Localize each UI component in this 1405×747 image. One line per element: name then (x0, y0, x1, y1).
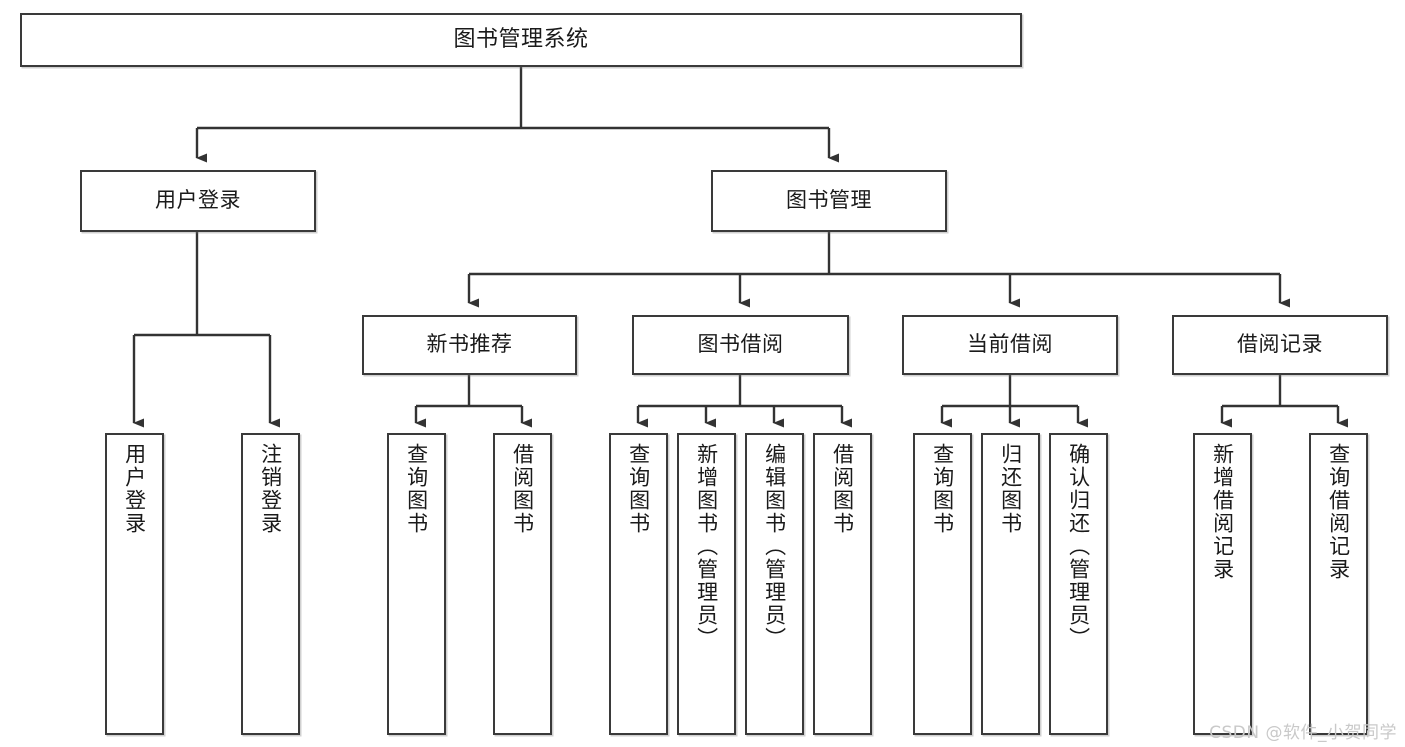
node-label: 归还图书 (998, 443, 1023, 535)
node-label: 查询借阅记录 (1326, 443, 1351, 581)
node-root-system[interactable]: 图书管理系统 (20, 13, 1022, 67)
node-label: 新增图书（管理员） (694, 443, 719, 650)
node-label: 借阅记录 (1237, 332, 1323, 357)
node-book-management[interactable]: 图书管理 (711, 170, 947, 232)
node-leaf-query-book[interactable]: 查询图书 (609, 433, 668, 735)
node-label: 确认归还（管理员） (1066, 443, 1091, 650)
node-leaf-logout[interactable]: 注销登录 (241, 433, 300, 735)
node-label: 查询图书 (930, 443, 955, 535)
node-label: 当前借阅 (967, 332, 1053, 357)
node-label: 用户登录 (155, 188, 241, 213)
node-label: 新书推荐 (426, 332, 513, 357)
node-label: 借阅图书 (830, 443, 855, 535)
node-label: 图书管理 (786, 188, 872, 213)
node-label: 图书管理系统 (453, 26, 589, 52)
node-leaf-return-book[interactable]: 归还图书 (981, 433, 1040, 735)
node-leaf-query-borrow-record[interactable]: 查询借阅记录 (1309, 433, 1368, 735)
node-borrow-record[interactable]: 借阅记录 (1172, 315, 1388, 375)
node-leaf-query-book-current[interactable]: 查询图书 (913, 433, 972, 735)
node-leaf-add-borrow-record[interactable]: 新增借阅记录 (1193, 433, 1252, 735)
node-user-login[interactable]: 用户登录 (80, 170, 316, 232)
node-current-borrow[interactable]: 当前借阅 (902, 315, 1118, 375)
node-label: 借阅图书 (510, 443, 535, 535)
node-leaf-add-book-admin[interactable]: 新增图书（管理员） (677, 433, 736, 735)
node-label: 用户登录 (122, 443, 147, 535)
node-label: 查询图书 (404, 443, 429, 535)
node-leaf-confirm-return-admin[interactable]: 确认归还（管理员） (1049, 433, 1108, 735)
node-leaf-query-book-recommend[interactable]: 查询图书 (387, 433, 446, 735)
node-label: 图书借阅 (697, 332, 784, 357)
node-label: 编辑图书（管理员） (762, 443, 787, 650)
node-label: 注销登录 (258, 443, 283, 535)
node-leaf-edit-book-admin[interactable]: 编辑图书（管理员） (745, 433, 804, 735)
node-leaf-borrow-book-recommend[interactable]: 借阅图书 (493, 433, 552, 735)
node-book-borrow[interactable]: 图书借阅 (632, 315, 849, 375)
node-leaf-user-login[interactable]: 用户登录 (105, 433, 164, 735)
node-new-book-recommend[interactable]: 新书推荐 (362, 315, 577, 375)
node-leaf-borrow-book[interactable]: 借阅图书 (813, 433, 872, 735)
node-label: 查询图书 (626, 443, 651, 535)
node-label: 新增借阅记录 (1210, 443, 1235, 581)
